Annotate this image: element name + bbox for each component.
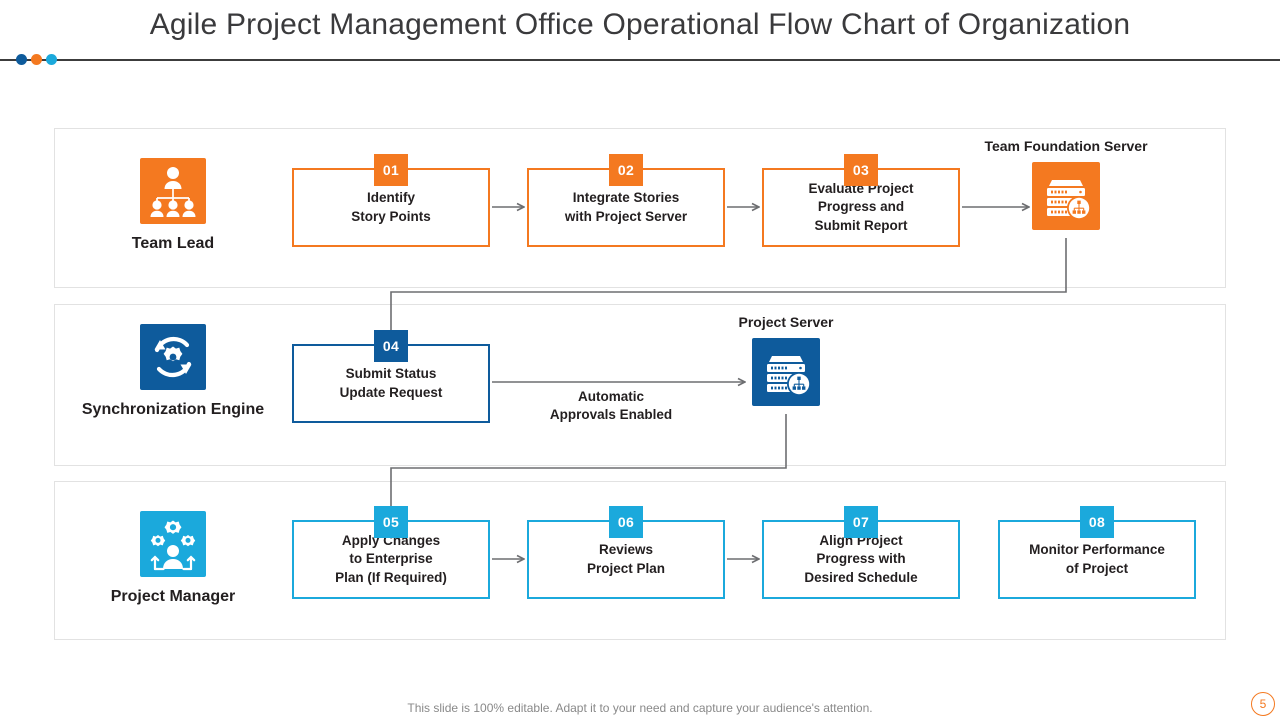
server-caption: Team Foundation Server	[984, 138, 1148, 154]
role-synchronization-engine: Synchronization Engine	[68, 324, 278, 421]
role-label: Project Manager	[110, 588, 236, 605]
server-network-icon	[752, 338, 820, 406]
edge-label-automatic-approvals: Automatic Approvals Enabled	[549, 389, 673, 423]
process-box-05[interactable]: 05 Apply Changes to Enterprise Plan (If …	[292, 506, 490, 599]
step-number-badge: 04	[374, 330, 408, 362]
step-number-badge: 06	[609, 506, 643, 538]
page-title: Agile Project Management Office Operatio…	[149, 8, 1131, 41]
process-box-label: Identify Story Points	[351, 190, 431, 224]
page-number-badge: 5	[1251, 692, 1275, 716]
process-box-08[interactable]: 08 Monitor Performance of Project	[998, 506, 1196, 599]
process-box-label: Apply Changes to Enterprise Plan (If Req…	[335, 533, 447, 585]
process-box-label: Reviews Project Plan	[586, 542, 666, 576]
step-number-badge: 01	[374, 154, 408, 186]
step-number-badge: 03	[844, 154, 878, 186]
step-number-badge: 05	[374, 506, 408, 538]
sync-gear-icon	[140, 324, 206, 390]
process-box-label: Monitor Performance of Project	[1029, 542, 1165, 576]
role-team-lead: Team Lead	[68, 158, 278, 255]
process-box-06[interactable]: 06 Reviews Project Plan	[527, 506, 725, 599]
accent-dot-light-blue	[46, 54, 57, 65]
accent-dot-navy	[16, 54, 27, 65]
step-number-badge: 02	[609, 154, 643, 186]
node-team-foundation-server: Team Foundation Server	[966, 138, 1166, 230]
role-project-manager: Project Manager	[68, 511, 278, 608]
process-box-04[interactable]: 04 Submit Status Update Request	[292, 330, 490, 423]
process-box-07[interactable]: 07 Align Project Progress with Desired S…	[762, 506, 960, 599]
process-box-label: Integrate Stories with Project Server	[564, 190, 688, 224]
process-box-02[interactable]: 02 Integrate Stories with Project Server	[527, 154, 725, 247]
process-box-03[interactable]: 03 Evaluate Project Progress and Submit …	[762, 154, 960, 247]
step-number-badge: 08	[1080, 506, 1114, 538]
org-chart-icon	[140, 158, 206, 224]
role-label: Team Lead	[131, 235, 215, 252]
role-label: Synchronization Engine	[81, 401, 265, 418]
process-box-label: Align Project Progress with Desired Sche…	[804, 533, 918, 585]
step-number-badge: 07	[844, 506, 878, 538]
process-box-label: Submit Status Update Request	[339, 366, 443, 400]
accent-dot-orange	[31, 54, 42, 65]
person-gears-icon	[140, 511, 206, 577]
node-project-server: Project Server	[686, 314, 886, 406]
process-box-label: Evaluate Project Progress and Submit Rep…	[808, 181, 914, 233]
server-caption: Project Server	[738, 314, 834, 330]
process-box-01[interactable]: 01 Identify Story Points	[292, 154, 490, 247]
server-network-icon	[1032, 162, 1100, 230]
footer-note: This slide is 100% editable. Adapt it to…	[407, 701, 873, 715]
title-divider	[0, 59, 1280, 61]
